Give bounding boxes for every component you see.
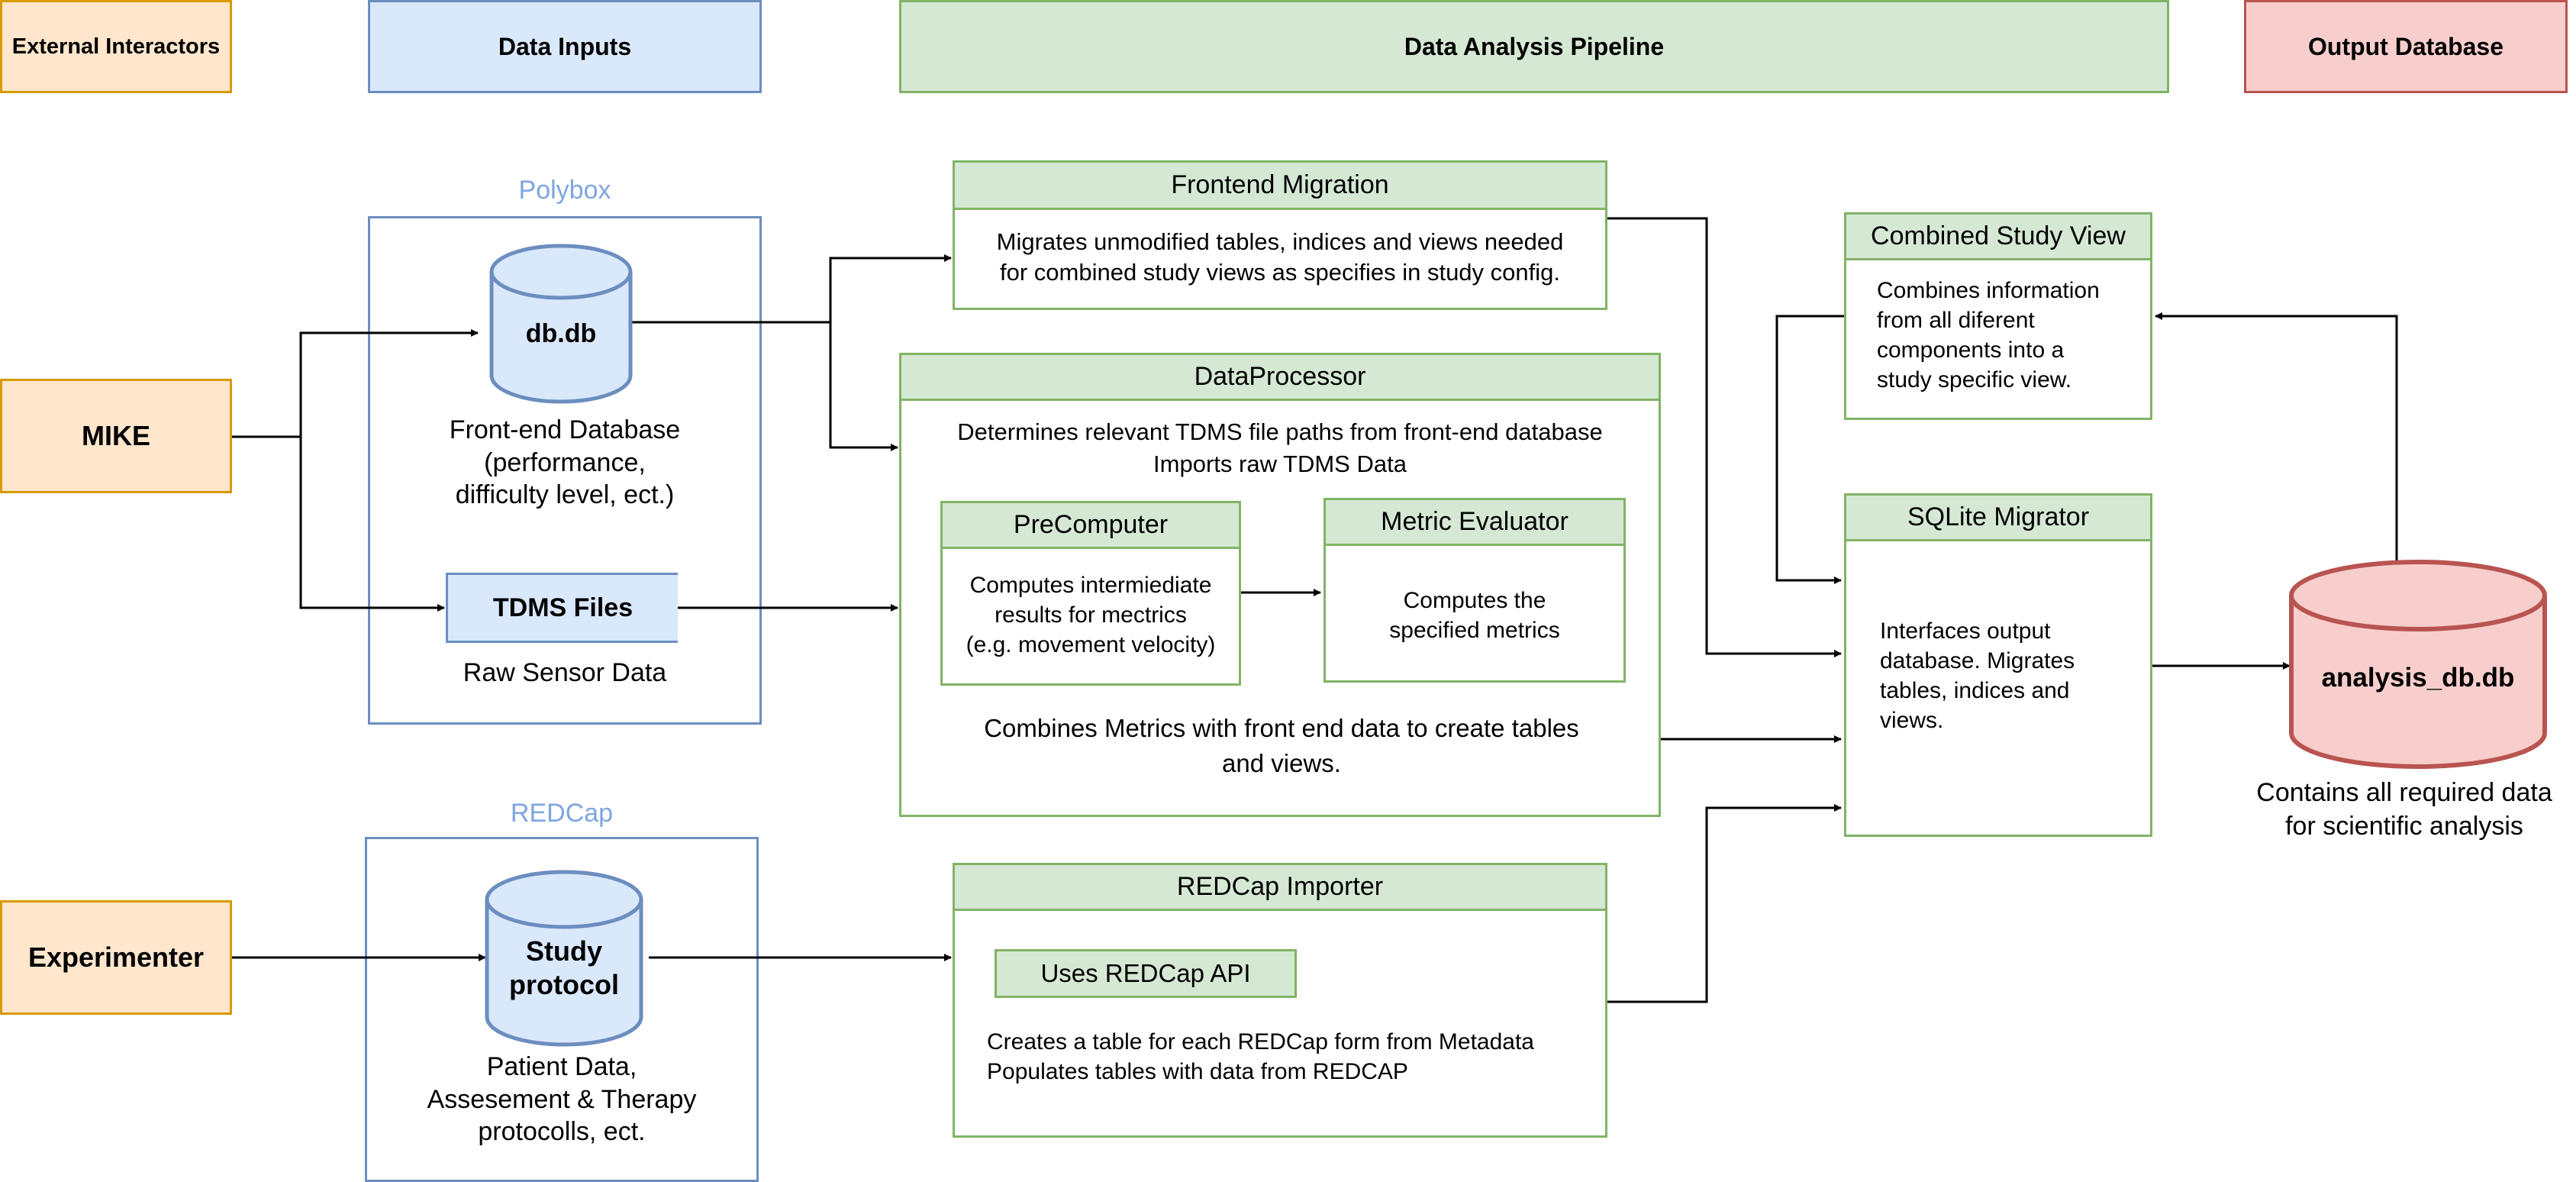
- metric-evaluator-panel: Metric Evaluator Computes the specified …: [1323, 498, 1626, 683]
- arrow-db-to-dataprocessor: [829, 322, 898, 451]
- combined-view-text-4: study specific view.: [1877, 367, 2072, 392]
- tdms-files-box: TDMS Files: [446, 573, 678, 643]
- redcap-importer-panel: REDCap Importer Uses REDCap API Creates …: [953, 863, 1607, 1138]
- precomputer-text-3: (e.g. movement velocity): [966, 632, 1216, 657]
- redcap-api-box: Uses REDCap API: [995, 949, 1297, 998]
- db-name: db.db: [525, 319, 597, 348]
- tdms-desc: Raw Sensor Data: [463, 658, 667, 687]
- metric-evaluator-text-2: specified metrics: [1389, 618, 1560, 643]
- combined-study-view-panel: Combined Study View Combines information…: [1844, 212, 2152, 420]
- sqlite-migrator-panel: SQLite Migrator Interfaces output databa…: [1844, 493, 2152, 837]
- arrow-db-to-frontend-migration: [632, 254, 952, 324]
- header-output-database: Output Database: [2244, 0, 2568, 93]
- db-desc-2: (performance,: [484, 447, 646, 477]
- db-desc-3: difficulty level, ect.): [455, 480, 675, 509]
- study-protocol-cylinder: [485, 870, 643, 1047]
- sqlite-migrator-text-4: views.: [1880, 708, 1944, 733]
- output-db-cylinder: [2289, 560, 2547, 769]
- db-cylinder: [489, 244, 633, 404]
- db-desc-1: Front-end Database: [449, 415, 681, 444]
- combined-view-text-2: from all diferent: [1877, 308, 2035, 333]
- study-desc-3: protocolls, ect.: [478, 1117, 646, 1146]
- precomputer-text-2: results for mectrics: [995, 602, 1187, 628]
- arrow-combined-to-sqlite: [1775, 315, 1844, 584]
- combined-study-view-title: Combined Study View: [1846, 215, 2150, 260]
- precomputer-text-1: Computes intermiediate: [969, 573, 1212, 598]
- precomputer-panel: PreComputer Computes intermiediate resul…: [940, 501, 1241, 686]
- frontend-migration-text-2: for combined study views as specifies in…: [999, 259, 1560, 286]
- frontend-migration-panel: Frontend Migration Migrates unmodified t…: [953, 160, 1607, 310]
- arrow-frontend-to-sqlite: [1607, 217, 1842, 657]
- combined-view-text-3: components into a: [1877, 337, 2065, 363]
- study-desc-1: Patient Data,: [486, 1052, 637, 1081]
- study-protocol-name-1: Study: [525, 935, 602, 967]
- data-processor-text-1: Determines relevant TDMS file paths from…: [957, 418, 1603, 445]
- frontend-migration-title: Frontend Migration: [955, 163, 1605, 210]
- arrow-redcap-to-sqlite: [1607, 804, 1842, 1003]
- redcap-importer-text-2: Populates tables with data from REDCAP: [987, 1059, 1408, 1084]
- metric-evaluator-title: Metric Evaluator: [1326, 500, 1623, 546]
- data-processor-footer-2: and views.: [1222, 749, 1341, 778]
- sqlite-migrator-title: SQLite Migrator: [1846, 496, 2150, 541]
- header-external-interactors: External Interactors: [0, 0, 232, 93]
- arrow-output-to-combined: [2155, 312, 2398, 564]
- output-db-desc-2: for scientific analysis: [2285, 812, 2523, 841]
- arrow-mike-to-tdms: [299, 437, 445, 612]
- combined-view-text-1: Combines information: [1877, 278, 2100, 303]
- header-data-inputs: Data Inputs: [368, 0, 762, 93]
- frontend-migration-text-1: Migrates unmodified tables, indices and …: [996, 228, 1564, 255]
- redcap-importer-text-1: Creates a table for each REDCap form fro…: [987, 1029, 1534, 1054]
- actor-experimenter: Experimenter: [0, 900, 232, 1015]
- polybox-group-label: Polybox: [518, 176, 611, 205]
- data-processor-text-2: Imports raw TDMS Data: [1153, 450, 1407, 477]
- metric-evaluator-text-1: Computes the: [1403, 588, 1546, 613]
- output-db-name: analysis_db.db: [2321, 663, 2515, 693]
- redcap-group-label: REDCap: [510, 799, 614, 828]
- study-desc-2: Assesement & Therapy: [427, 1084, 697, 1114]
- header-data-analysis-pipeline: Data Analysis Pipeline: [899, 0, 2169, 93]
- data-processor-footer-1: Combines Metrics with front end data to …: [984, 714, 1579, 742]
- precomputer-title: PreComputer: [943, 503, 1239, 549]
- sqlite-migrator-text-3: tables, indices and: [1880, 678, 2070, 703]
- sqlite-migrator-text-2: database. Migrates: [1880, 648, 2075, 673]
- actor-mike: MIKE: [0, 379, 232, 493]
- data-processor-title: DataProcessor: [901, 355, 1659, 401]
- arrow-mike-to-db: [232, 329, 479, 438]
- redcap-importer-title: REDCap Importer: [955, 865, 1605, 911]
- polybox-group: [368, 216, 762, 725]
- study-protocol-name-2: protocol: [509, 968, 619, 1000]
- output-db-desc-1: Contains all required data: [2256, 778, 2552, 807]
- sqlite-migrator-text-1: Interfaces output: [1880, 618, 2051, 644]
